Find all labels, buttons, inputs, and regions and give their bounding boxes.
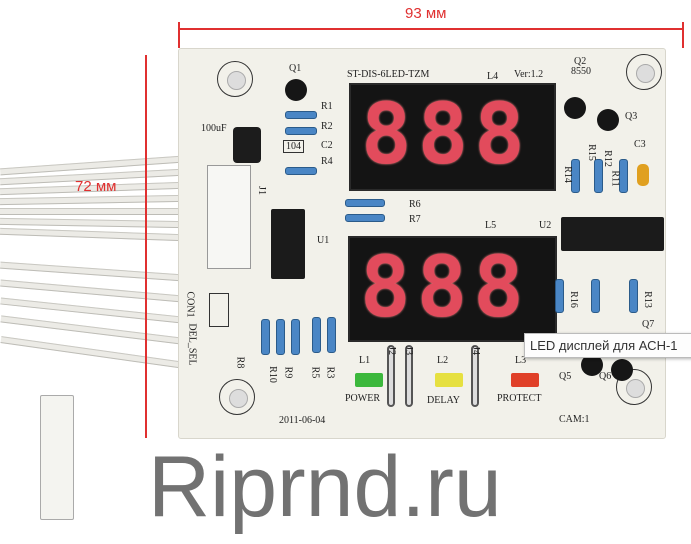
mount-hole: [219, 379, 255, 415]
board-date: 2011-06-04: [279, 415, 326, 426]
l5-label: L5: [485, 220, 497, 231]
r13-label: R13: [641, 291, 653, 308]
resistor-r11: [619, 159, 628, 193]
width-label: 93 мм: [405, 5, 447, 22]
width-tick-left: [178, 22, 180, 48]
jumper-j4: [471, 345, 479, 407]
r15-label: R15: [585, 144, 597, 161]
jumper-j2: [387, 345, 395, 407]
q2-type: 8550: [571, 66, 591, 77]
r6-label: R6: [409, 199, 421, 210]
resistor-r8: [261, 319, 270, 355]
c3-label: C3: [634, 139, 646, 150]
resistor-r10: [276, 319, 285, 355]
l1-label: L1: [359, 355, 371, 366]
u2-label: U2: [539, 220, 552, 231]
cap-label: 100uF: [201, 123, 227, 134]
resistor-r9: [291, 319, 300, 355]
transistor-q6: [611, 359, 633, 381]
j4-label: J4: [469, 346, 481, 355]
r1-label: R1: [321, 101, 333, 112]
r14-label: R14: [561, 166, 573, 183]
r12-label: R12: [601, 150, 613, 167]
board-cam: CAM:1: [559, 414, 590, 425]
j2-label: J2: [385, 346, 397, 355]
led-protect: [511, 373, 539, 387]
capacitor-c3: [637, 164, 649, 186]
r2-label: R2: [321, 121, 333, 132]
q6-label: Q6: [599, 371, 612, 382]
r9-label: R9: [282, 366, 294, 379]
transistor-q1: [285, 79, 307, 101]
j3-label: J3: [402, 346, 414, 355]
delay-label: DELAY: [427, 395, 460, 406]
r5-label: R5: [309, 366, 321, 379]
r3-label: R3: [324, 366, 336, 379]
resistor-r12: [594, 159, 603, 193]
c2-value: 104: [283, 140, 304, 153]
r16-label: R16: [567, 291, 579, 308]
cable-connector: [40, 395, 74, 520]
resistor-r2: [285, 127, 317, 135]
transistor-q2: [564, 97, 586, 119]
r7-label: R7: [409, 214, 421, 225]
ic-u1: [271, 209, 305, 279]
l4-label: L4: [487, 71, 499, 82]
resistor-r6: [345, 199, 385, 207]
led-power: [355, 373, 383, 387]
del-sel-label: DEL_SEL: [186, 323, 198, 366]
r10-label: R10: [266, 366, 278, 383]
transistor-q3: [597, 109, 619, 131]
l3-label: L3: [515, 355, 527, 366]
watermark: Riprnd.ru: [148, 439, 502, 535]
resistor-r16: [555, 279, 564, 313]
resistor-r14: [571, 159, 580, 193]
q7-label: Q7: [642, 319, 655, 330]
resistor-r4: [285, 167, 317, 175]
power-label: POWER: [345, 393, 380, 404]
resistor-r5b: [591, 279, 600, 313]
width-dimension-line: [178, 28, 683, 30]
q1-label: Q1: [289, 63, 302, 74]
tooltip: LED дисплей для АСН-1: [524, 333, 691, 358]
mount-hole: [626, 54, 662, 90]
resistor-r13: [629, 279, 638, 313]
display-top: 888: [349, 83, 556, 191]
ribbon-cable: [0, 150, 245, 380]
transistor-q5: [581, 354, 603, 376]
board-version: Ver:1.2: [514, 69, 544, 80]
del-sel-jumper: [209, 293, 229, 327]
capacitor-100uf: [233, 127, 261, 163]
mount-hole: [217, 61, 253, 97]
width-tick-right: [682, 22, 684, 48]
protect-label: PROTECT: [497, 393, 542, 404]
led-delay: [435, 373, 463, 387]
q5-label: Q5: [559, 371, 572, 382]
r8-label: R8: [234, 356, 246, 369]
jumper-j3: [405, 345, 413, 407]
resistor-r5: [312, 317, 321, 353]
c2-label: C2: [321, 140, 333, 151]
r4-label: R4: [321, 156, 333, 167]
display-bottom: 888: [348, 236, 557, 342]
q2-label: Q2: [574, 56, 587, 67]
con1-label: CON1: [184, 291, 196, 318]
resistor-r3: [327, 317, 336, 353]
q3-label: Q3: [625, 111, 638, 122]
j1-label: J1: [255, 186, 267, 195]
connector-j1: [207, 165, 251, 269]
pcb-board: ST-DIS-6LED-TZM L4 Ver:1.2 Q2 8550 888 L…: [178, 48, 666, 439]
resistor-r7: [345, 214, 385, 222]
height-label: 72 мм: [75, 178, 117, 195]
resistor-r1: [285, 111, 317, 119]
u1-label: U1: [317, 235, 330, 246]
display-bottom-digits: 888: [360, 238, 530, 336]
board-model: ST-DIS-6LED-TZM: [347, 69, 430, 80]
l2-label: L2: [437, 355, 449, 366]
r11-label: R11: [609, 170, 621, 187]
display-top-digits: 888: [361, 85, 531, 183]
height-dimension-line: [145, 55, 147, 438]
ic-u2: [561, 217, 664, 251]
